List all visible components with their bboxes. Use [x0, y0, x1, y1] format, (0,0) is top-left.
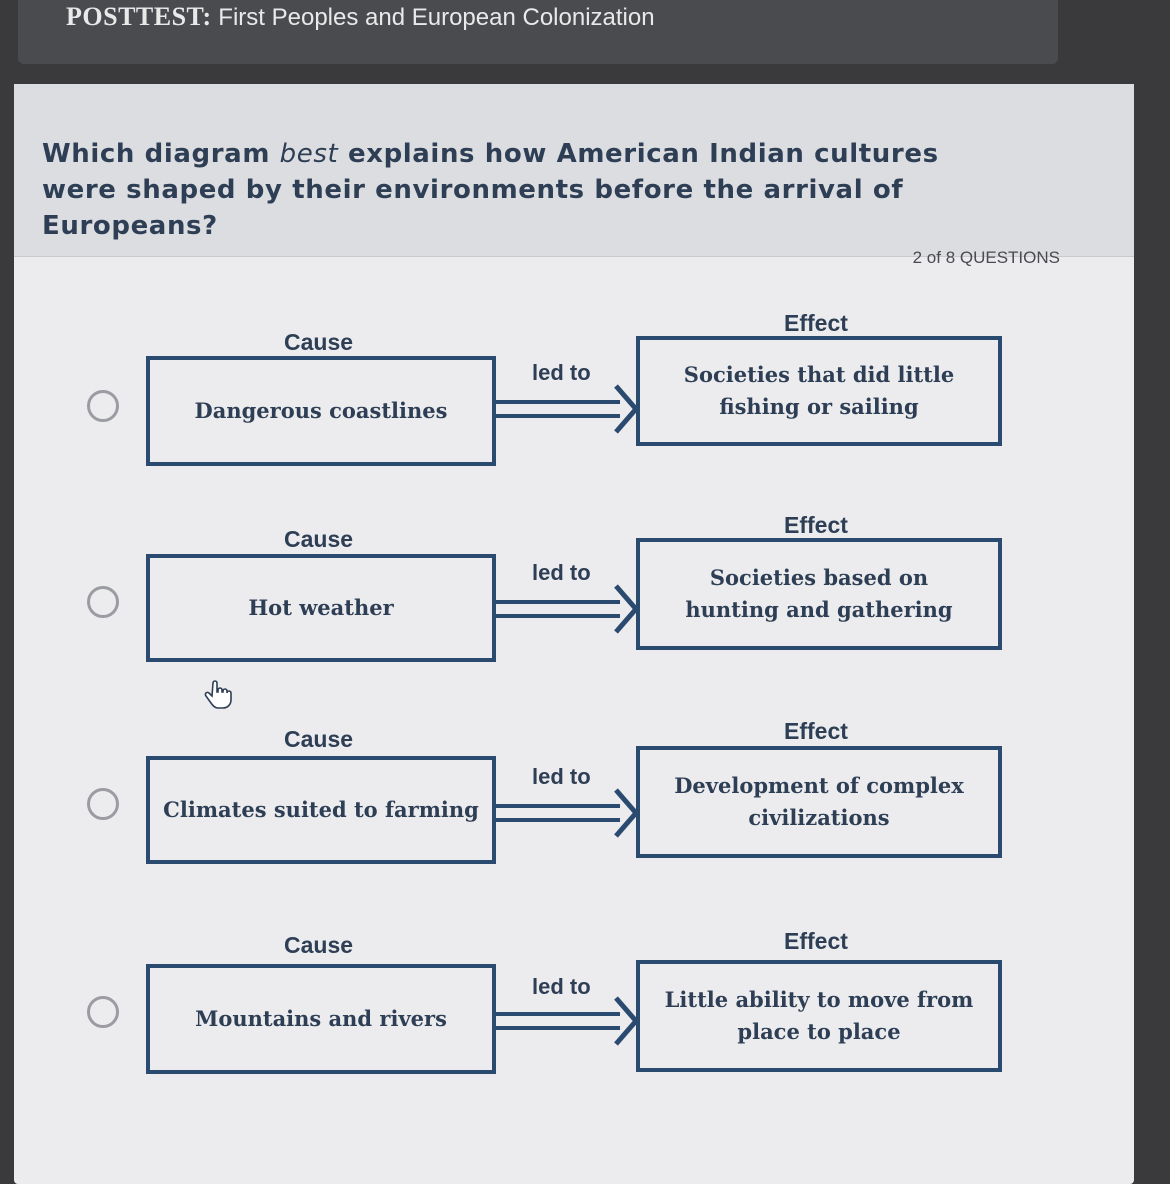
effect-text-line2: place to place — [737, 1019, 901, 1044]
effect-box: Development of complex civilizations — [636, 746, 1002, 858]
hand-pointer-icon — [204, 680, 232, 709]
question-counter: 2 of 8 QUESTIONS — [912, 248, 1060, 267]
question-text-part1: Which diagram — [42, 139, 280, 169]
question-band: Which diagram best explains how American… — [14, 84, 1134, 257]
question-text-part2: explains how American Indian cultures we… — [42, 139, 939, 241]
cause-text: Hot weather — [248, 595, 394, 620]
effect-label: Effect — [784, 512, 848, 538]
effect-label: Effect — [784, 310, 848, 336]
cause-label: Cause — [284, 932, 354, 958]
effect-box: Societies based on hunting and gathering — [636, 538, 1002, 650]
effect-text-line2: fishing or sailing — [719, 394, 919, 419]
answer-option-3[interactable]: Cause Effect Climates suited to farming … — [14, 718, 1134, 878]
led-to-label: led to — [532, 360, 591, 385]
question-card: Which diagram best explains how American… — [14, 84, 1134, 1184]
effect-box: Societies that did little fishing or sail… — [636, 336, 1002, 446]
effect-text-line1: Societies that did little — [683, 362, 955, 387]
title-text: First Peoples and European Colonization — [218, 4, 655, 31]
cause-label: Cause — [284, 726, 354, 752]
cause-text: Climates suited to farming — [163, 797, 479, 822]
effect-text-line2: hunting and gathering — [685, 597, 953, 622]
double-line-arrow-icon — [496, 384, 640, 434]
cause-text: Mountains and rivers — [195, 1006, 447, 1031]
cause-box: Dangerous coastlines — [146, 356, 496, 466]
cause-label: Cause — [284, 526, 354, 552]
radio-button[interactable] — [87, 390, 119, 422]
effect-text-line1: Little ability to move from — [664, 987, 974, 1012]
cause-label: Cause — [284, 329, 354, 355]
effect-label: Effect — [784, 718, 848, 744]
title-prefix: POSTTEST: — [66, 2, 212, 31]
question-emphasis: best — [279, 139, 339, 169]
effect-text-line1: Development of complex — [674, 773, 964, 798]
cause-box: Hot weather — [146, 554, 496, 662]
effect-label: Effect — [784, 928, 848, 954]
double-line-arrow-icon — [496, 788, 640, 838]
cause-box: Climates suited to farming — [146, 756, 496, 864]
radio-button[interactable] — [87, 788, 119, 820]
question-prompt: Which diagram best explains how American… — [42, 136, 1002, 244]
cause-box: Mountains and rivers — [146, 964, 496, 1074]
answer-option-1[interactable]: Cause Effect Dangerous coastlines led to… — [14, 310, 1134, 470]
radio-button[interactable] — [87, 996, 119, 1028]
led-to-label: led to — [532, 560, 591, 585]
effect-text-line1: Societies based on — [709, 565, 929, 590]
top-bar: POSTTEST: First Peoples and European Col… — [18, 0, 1058, 64]
led-to-label: led to — [532, 764, 591, 789]
double-line-arrow-icon — [496, 996, 640, 1046]
answer-option-4[interactable]: Cause Effect Mountains and rivers led to… — [14, 928, 1134, 1088]
effect-box: Little ability to move from place to plac… — [636, 960, 1002, 1072]
page-title: POSTTEST: First Peoples and European Col… — [66, 2, 655, 32]
double-line-arrow-icon — [496, 584, 640, 634]
effect-text-line2: civilizations — [748, 805, 890, 830]
cause-text: Dangerous coastlines — [194, 398, 448, 423]
led-to-label: led to — [532, 974, 591, 999]
answer-option-2[interactable]: Cause Effect Hot weather led to Societie… — [14, 512, 1134, 672]
radio-button[interactable] — [87, 586, 119, 618]
